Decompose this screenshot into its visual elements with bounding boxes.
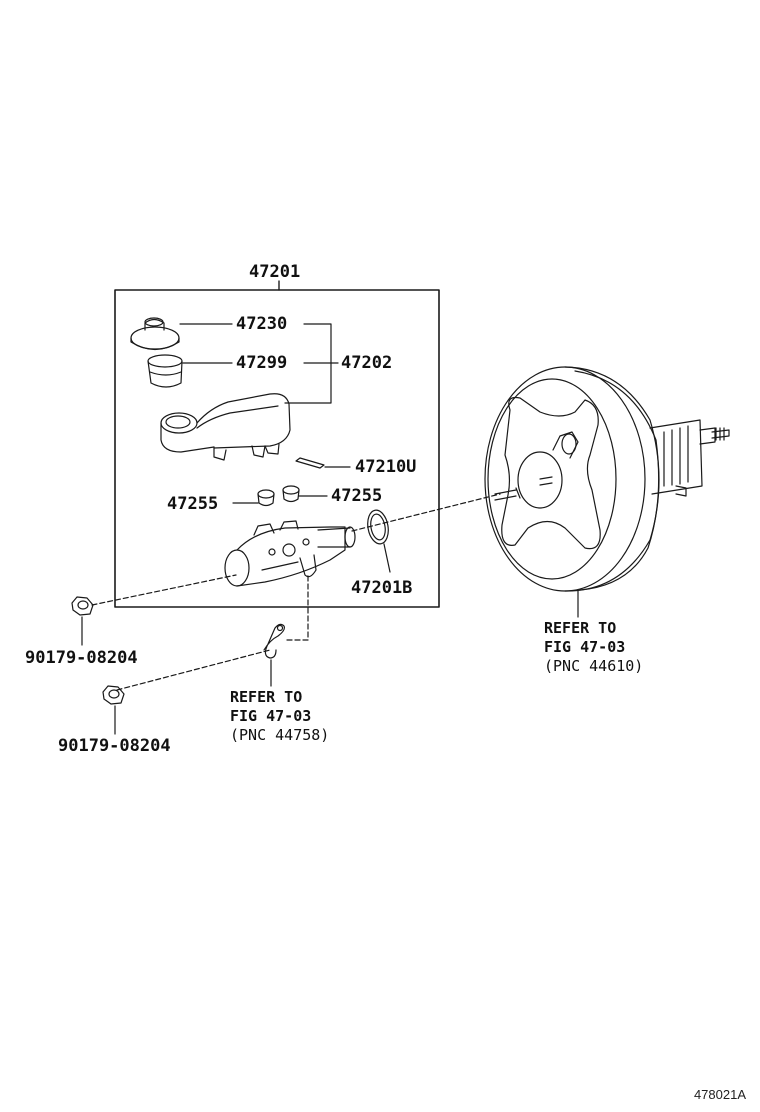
refer-bracket-line3: (PNC 44758) [230,726,330,744]
label-47202: 47202 [341,353,393,373]
reservoir-strainer [147,354,183,388]
figure-id: 478021A [693,1087,746,1102]
master-cylinder [224,520,356,587]
refer-bracket-line2: FIG 47-03 [230,707,312,725]
grommet-left [257,489,275,507]
leader-reservoir-set [284,323,339,404]
label-47299: 47299 [236,353,288,373]
label-47201: 47201 [249,262,301,282]
refer-note-booster: REFER TO FIG 47-03 (PNC 44610) [544,619,643,676]
label-47255-left: 47255 [167,494,219,514]
reservoir-cap [130,317,180,351]
label-nut-lower: 90179-08204 [58,736,171,756]
pin [295,457,325,469]
refer-note-bracket: REFER TO FIG 47-03 (PNC 44758) [230,688,329,745]
reservoir-tank [160,393,291,461]
label-47201b: 47201B [351,578,413,598]
refer-booster-line3: (PNC 44610) [544,657,644,675]
label-47255-right: 47255 [331,486,383,506]
label-47210u: 47210U [355,457,417,477]
nut-upper [71,596,94,616]
leader-o-ring [383,543,391,573]
refer-bracket-line1: REFER TO [230,688,303,706]
label-nut-upper: 90179-08204 [25,648,138,668]
grommet-right [282,485,300,503]
refer-booster-line1: REFER TO [544,619,617,637]
bracket [263,623,285,659]
nut-lower [102,685,125,705]
o-ring [367,509,389,545]
refer-booster-line2: FIG 47-03 [544,638,626,656]
brake-booster [484,366,730,592]
label-47230: 47230 [236,314,288,334]
dashed-center-lines [91,493,501,691]
